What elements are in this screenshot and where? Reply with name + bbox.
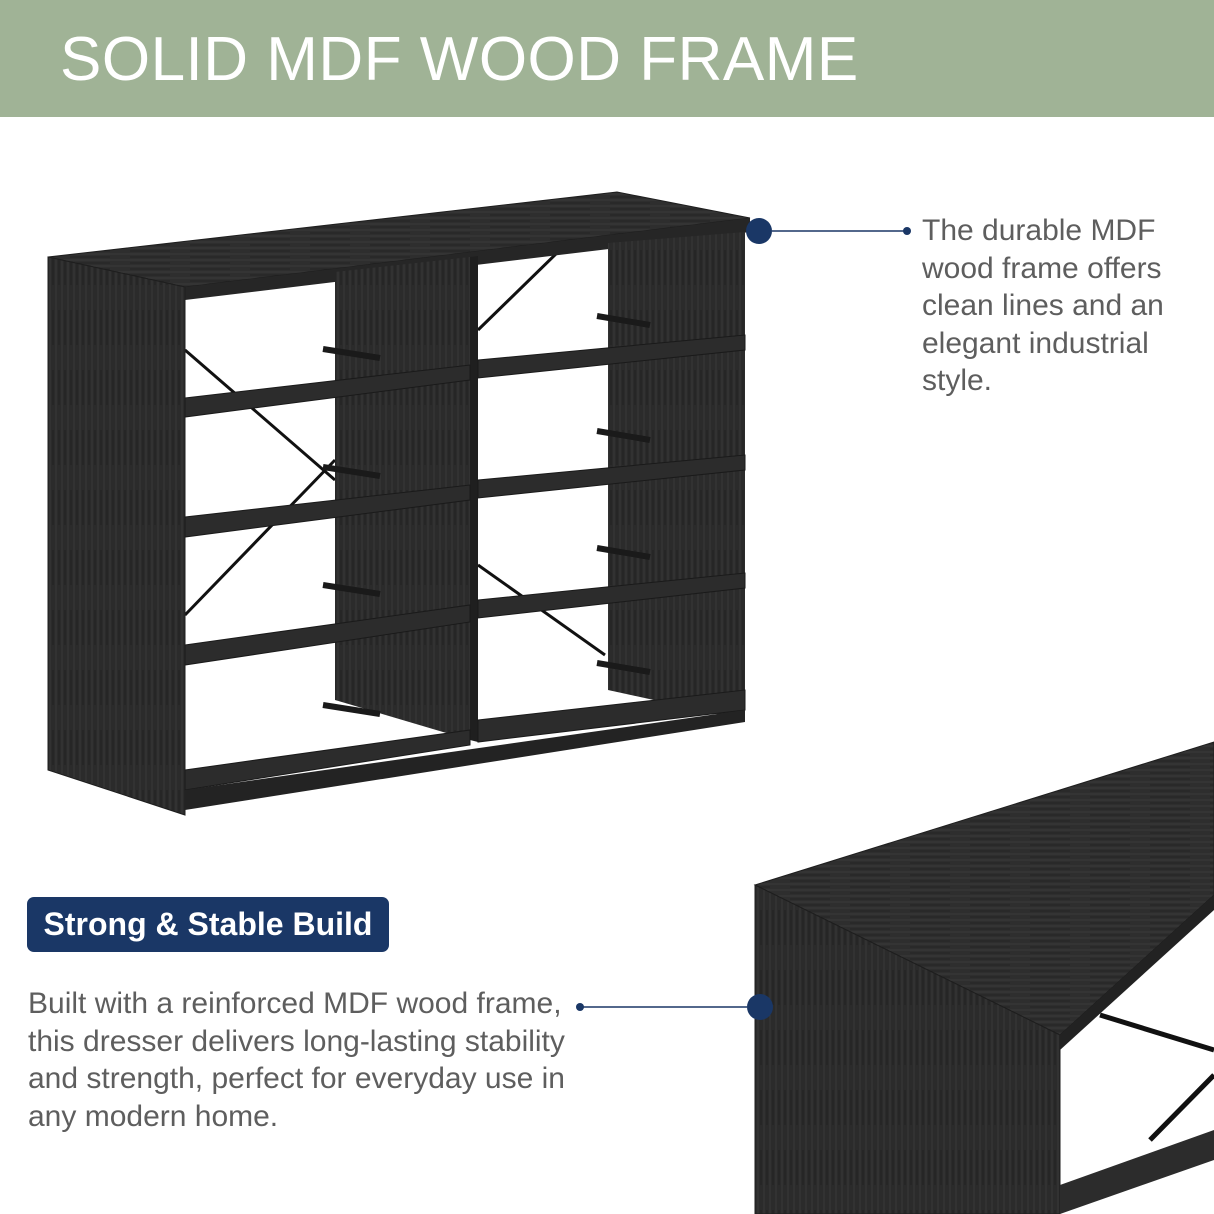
closeup-edge <box>1060 895 1214 1050</box>
closeup-shelf <box>1060 1130 1214 1214</box>
callout-marker-top <box>746 218 772 244</box>
closeup-side-panel <box>754 884 1061 1214</box>
drawer-runners <box>322 313 651 717</box>
callout-dot-top <box>903 227 911 235</box>
callout-marker-bottom <box>747 994 773 1020</box>
header-banner: SOLID MDF WOOD FRAME <box>0 0 1214 117</box>
page-title: SOLID MDF WOOD FRAME <box>60 25 859 94</box>
dresser-frame <box>47 191 751 816</box>
closeup-corner <box>753 741 1214 1214</box>
callout-dot-bottom <box>576 1003 584 1011</box>
shelves-right <box>477 334 746 743</box>
closeup-cross-bars <box>1099 1012 1214 1142</box>
callout-text-top: The durable MDF wood frame offers clean … <box>922 214 1164 397</box>
left-side-panel <box>47 256 186 816</box>
center-divider-edge <box>470 256 478 742</box>
callout-text-bottom: Built with a reinforced MDF wood frame, … <box>28 987 565 1133</box>
base-rail <box>185 710 745 810</box>
feature-badge: Strong & Stable Build <box>27 897 389 952</box>
shelves-left <box>184 364 471 791</box>
